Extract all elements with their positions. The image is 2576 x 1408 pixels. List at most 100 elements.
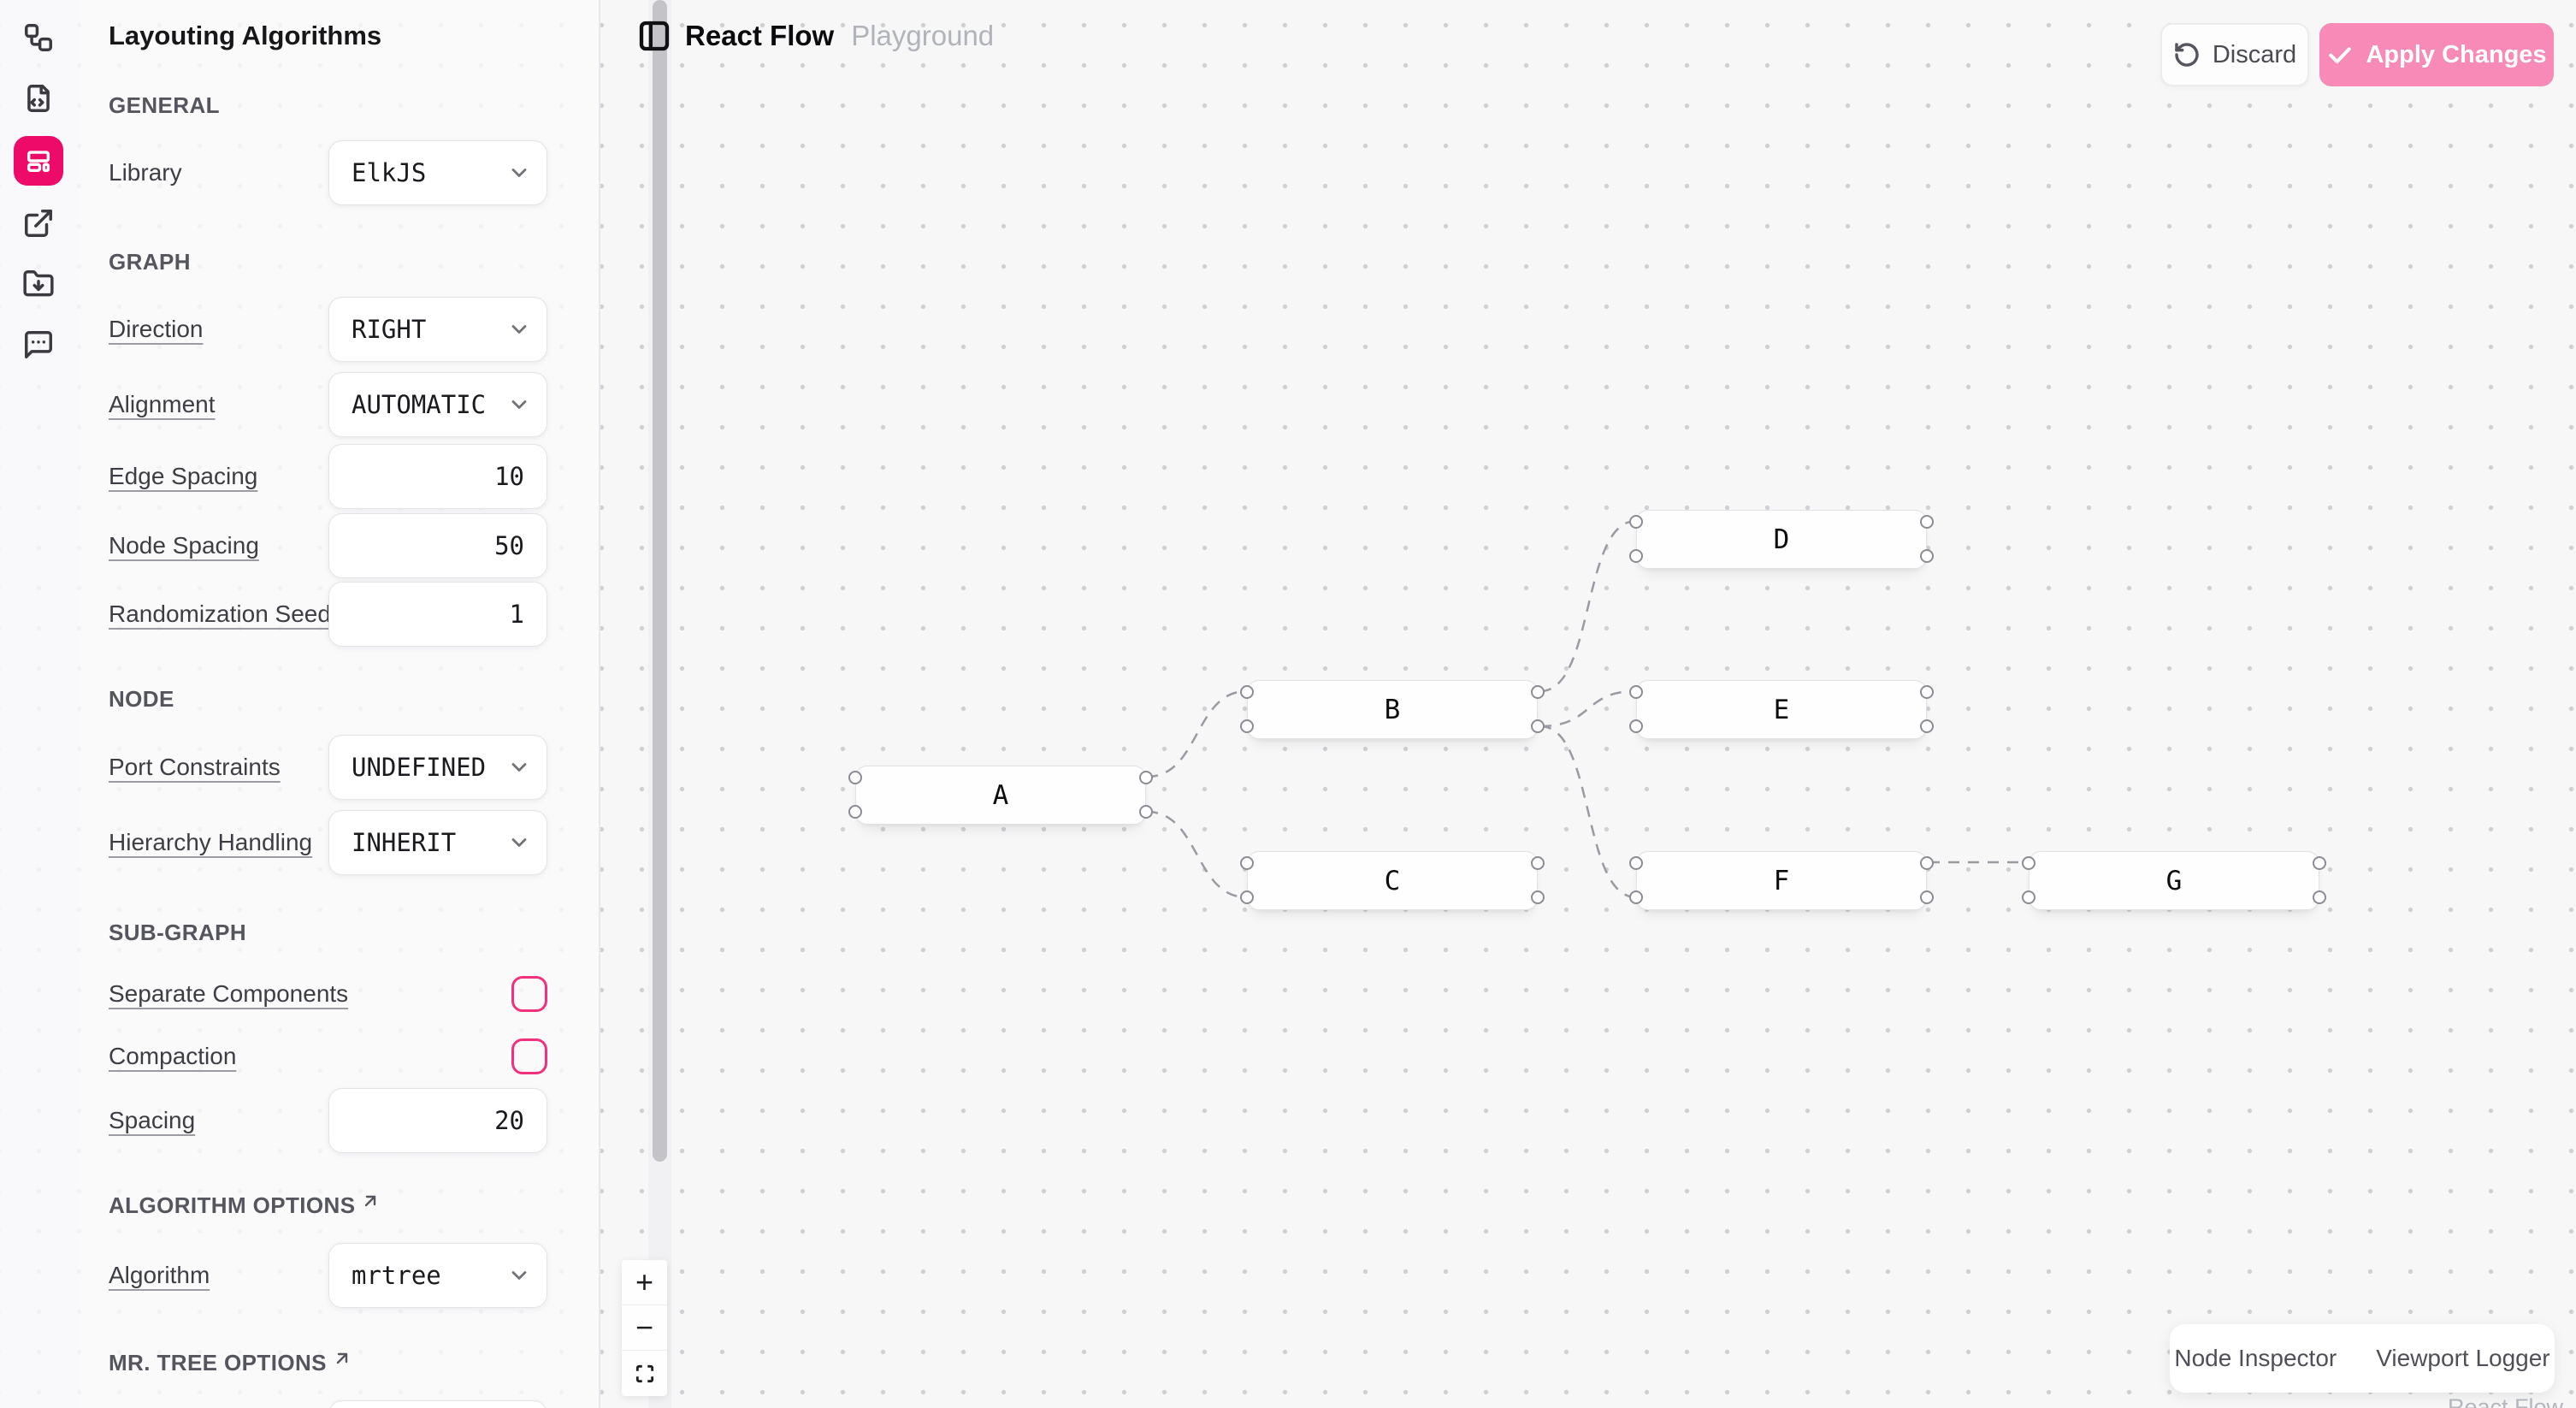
fit-view-button[interactable] xyxy=(622,1351,667,1396)
apply-changes-button[interactable]: Apply Changes xyxy=(2319,23,2554,86)
flow-node-A[interactable]: A xyxy=(848,766,1153,825)
handle-source-bottom[interactable] xyxy=(1531,719,1545,733)
flow-node-D[interactable]: D xyxy=(1629,510,1934,569)
flow-node-E[interactable]: E xyxy=(1629,680,1934,739)
row-alignment: Alignment AUTOMATIC xyxy=(77,372,600,437)
flow-node-B[interactable]: B xyxy=(1240,680,1545,739)
direction-select[interactable]: RIGHT xyxy=(328,297,547,362)
handle-source-top[interactable] xyxy=(1920,515,1934,529)
node-inspector-button[interactable]: Node Inspector xyxy=(2174,1345,2337,1371)
handle-target-top[interactable] xyxy=(1629,856,1643,870)
chevron-down-icon xyxy=(507,1263,531,1287)
section-graph: GRAPH xyxy=(109,249,191,275)
row-subgraph-spacing: Spacing 20 xyxy=(77,1088,600,1153)
row-compaction: Compaction xyxy=(77,1038,600,1074)
zoom-in-button[interactable]: + xyxy=(622,1260,667,1305)
subgraph-spacing-input[interactable]: 20 xyxy=(328,1088,547,1153)
flow-node-F[interactable]: F xyxy=(1629,851,1934,910)
section-general: GENERAL xyxy=(109,92,220,118)
chevron-down-icon xyxy=(507,831,531,855)
mr-tree-option-select-partial[interactable] xyxy=(328,1400,547,1408)
handle-target-top[interactable] xyxy=(1240,856,1254,870)
row-algorithm: Algorithm mrtree xyxy=(77,1243,600,1308)
workflow-icon[interactable] xyxy=(22,21,55,54)
handle-target-bottom[interactable] xyxy=(1629,890,1643,904)
row-port-constraints: Port Constraints UNDEFINED xyxy=(77,735,600,800)
check-icon xyxy=(2329,47,2352,63)
handle-source-bottom[interactable] xyxy=(1920,549,1934,563)
handle-source-bottom[interactable] xyxy=(2313,890,2326,904)
edge-A-B xyxy=(1146,689,1248,778)
external-link-icon[interactable] xyxy=(22,207,55,240)
compaction-checkbox[interactable] xyxy=(511,1038,547,1074)
node-spacing-input[interactable]: 50 xyxy=(328,513,547,578)
chevron-down-icon xyxy=(507,161,531,185)
edge-spacing-input[interactable]: 10 xyxy=(328,444,547,509)
row-separate-components: Separate Components xyxy=(77,976,600,1012)
handle-source-bottom[interactable] xyxy=(1920,890,1934,904)
handle-target-top[interactable] xyxy=(848,771,862,784)
hierarchy-handling-label: Hierarchy Handling xyxy=(109,829,313,855)
message-more-icon[interactable] xyxy=(22,328,55,361)
separate-components-label: Separate Components xyxy=(109,980,349,1007)
chevron-down-icon xyxy=(507,755,531,779)
algorithm-select[interactable]: mrtree xyxy=(328,1243,547,1308)
subgraph-spacing-label: Spacing xyxy=(109,1107,196,1133)
handle-source-bottom[interactable] xyxy=(1139,805,1153,819)
handle-source-top[interactable] xyxy=(1531,856,1545,870)
settings-panel: Layouting Algorithms GENERAL Library Elk… xyxy=(77,0,671,1408)
rotate-ccw-icon xyxy=(2175,43,2199,67)
panel-scrollbar-thumb[interactable] xyxy=(653,0,667,1162)
discard-button[interactable]: Discard xyxy=(2160,23,2309,86)
handle-source-top[interactable] xyxy=(1139,771,1153,784)
file-code-icon[interactable] xyxy=(22,82,55,115)
handle-target-top[interactable] xyxy=(1629,515,1643,529)
layout-template-icon[interactable] xyxy=(14,136,63,186)
handle-source-top[interactable] xyxy=(1920,856,1934,870)
handle-target-bottom[interactable] xyxy=(1629,549,1643,563)
row-hierarchy-handling: Hierarchy Handling INHERIT xyxy=(77,810,600,875)
panel-divider xyxy=(599,0,600,1408)
handle-source-top[interactable] xyxy=(1920,685,1934,699)
handle-target-top[interactable] xyxy=(1240,685,1254,699)
handle-target-bottom[interactable] xyxy=(1629,719,1643,733)
header-actions: Discard Apply Changes xyxy=(2160,23,2554,86)
zoom-out-button[interactable]: − xyxy=(622,1305,667,1351)
section-algorithm-options: ALGORITHM OPTIONS xyxy=(109,1192,381,1219)
handle-target-bottom[interactable] xyxy=(848,805,862,819)
handle-target-bottom[interactable] xyxy=(1240,719,1254,733)
flow-node-G[interactable]: G xyxy=(2022,851,2326,910)
port-constraints-label: Port Constraints xyxy=(109,754,281,780)
handle-target-top[interactable] xyxy=(1629,685,1643,699)
handle-source-top[interactable] xyxy=(1531,685,1545,699)
folder-down-icon[interactable] xyxy=(22,268,55,300)
separate-components-checkbox[interactable] xyxy=(511,976,547,1012)
row-direction: Direction RIGHT xyxy=(77,297,600,362)
handle-source-bottom[interactable] xyxy=(1920,719,1934,733)
canvas-header: React Flow Playground xyxy=(637,19,994,53)
port-constraints-select[interactable]: UNDEFINED xyxy=(328,735,547,800)
handle-target-bottom[interactable] xyxy=(1240,890,1254,904)
hierarchy-handling-select[interactable]: INHERIT xyxy=(328,810,547,875)
chevron-down-icon xyxy=(507,317,531,341)
alignment-select[interactable]: AUTOMATIC xyxy=(328,372,547,437)
viewport-logger-button[interactable]: Viewport Logger xyxy=(2376,1345,2550,1371)
library-select[interactable]: ElkJS xyxy=(328,140,547,205)
library-label: Library xyxy=(109,159,182,186)
handle-target-top[interactable] xyxy=(2022,856,2035,870)
handle-source-bottom[interactable] xyxy=(1531,890,1545,904)
section-node: NODE xyxy=(109,686,174,712)
handle-target-bottom[interactable] xyxy=(2022,890,2035,904)
row-edge-spacing: Edge Spacing 10 xyxy=(77,444,600,509)
edge-B-E xyxy=(1539,689,1637,728)
panel-left-toggle-icon[interactable] xyxy=(637,19,671,53)
row-randomization-seed: Randomization Seed 1 xyxy=(77,582,600,647)
edge-B-F xyxy=(1539,725,1637,899)
randomization-seed-input[interactable]: 1 xyxy=(328,582,547,647)
zoom-controls: + − xyxy=(622,1260,667,1396)
app-subtitle: Playground xyxy=(851,20,995,51)
handle-source-top[interactable] xyxy=(2313,856,2326,870)
flow-node-C[interactable]: C xyxy=(1240,851,1545,910)
fit-view-icon xyxy=(635,1364,653,1382)
